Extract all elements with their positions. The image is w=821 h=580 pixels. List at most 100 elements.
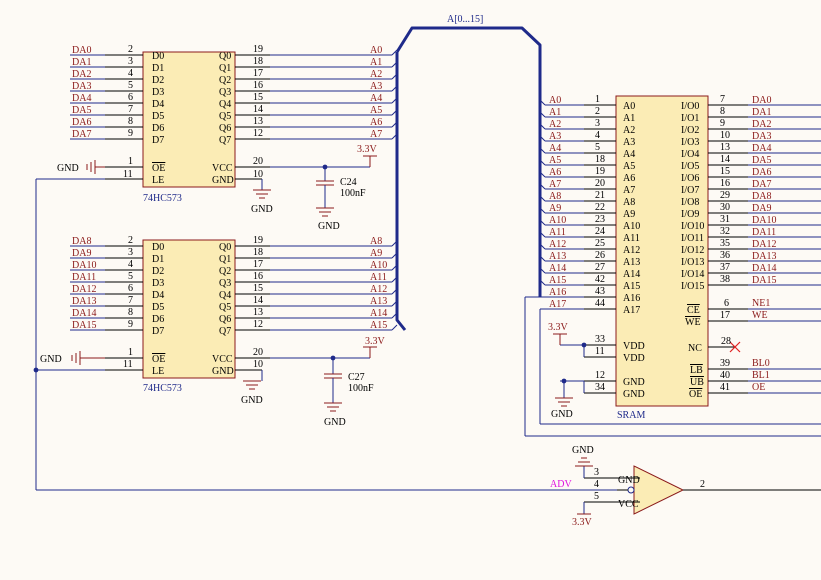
- sram-vdd-pin-2: 11: [595, 346, 605, 357]
- sram-io-pin: 35: [720, 238, 730, 249]
- latch-bottom-input-pin: 8: [128, 307, 133, 318]
- latch-bottom-output-pin: 15: [253, 283, 263, 294]
- sram-we-net: WE: [752, 310, 768, 321]
- latch-top-le-name: LE: [152, 175, 164, 186]
- latch-top-output-net: A5: [370, 105, 382, 116]
- sram-io-net: DA14: [752, 263, 776, 274]
- sram-io-name: I/O5: [681, 161, 699, 172]
- latch-top-input-name: D3: [152, 87, 164, 98]
- sram-io-pin: 7: [720, 94, 725, 105]
- sram-address-name: A6: [623, 173, 635, 184]
- sram-io-pin: 8: [720, 106, 725, 117]
- inverter-gnd-label: GND: [572, 445, 594, 456]
- sram-io-net: DA8: [752, 191, 771, 202]
- inverter-gnd-name: GND: [618, 475, 640, 486]
- latch-top-output-pin: 12: [253, 128, 263, 139]
- sram-address-name: A1: [623, 113, 635, 124]
- latch-bottom-output-pin: 13: [253, 307, 263, 318]
- sram-ce-net: NE1: [752, 298, 770, 309]
- latch-bottom-cap-ref: C27: [348, 372, 365, 383]
- latch-top-input-name: D4: [152, 99, 164, 110]
- sram-io-pin: 31: [720, 214, 730, 225]
- latch-bottom-output-net: A15: [370, 320, 387, 331]
- sram-address-pin: 44: [595, 298, 605, 309]
- sram-io-name: I/O4: [681, 149, 699, 160]
- sram-gnd-name-1: GND: [623, 377, 645, 388]
- sram-io-net: DA11: [752, 227, 776, 238]
- latch-top-input-net: DA0: [72, 45, 91, 56]
- address-bus: A[0...15]: [395, 14, 542, 331]
- inverter-vcc-label: 3.3V: [572, 517, 593, 528]
- inverter-input-net: ADV: [550, 479, 572, 490]
- sram-io-name: I/O10: [681, 221, 704, 232]
- latch-top-output-pin: 17: [253, 68, 263, 79]
- sram-address-net: A9: [549, 203, 561, 214]
- sram-address-name: A7: [623, 185, 635, 196]
- sram-io-name: I/O8: [681, 197, 699, 208]
- latch-bottom-output-pin: 16: [253, 271, 263, 282]
- latch-top-output-name: Q3: [219, 87, 231, 98]
- latch-top-input-name: D1: [152, 63, 164, 74]
- latch-top-output-pin: 16: [253, 80, 263, 91]
- latch-top-input-name: D5: [152, 111, 164, 122]
- latch-bottom-input-name: D2: [152, 266, 164, 277]
- latch-bottom-input-pin: 4: [128, 259, 133, 270]
- latch-bottom-input-net: DA15: [72, 320, 96, 331]
- sram-address-pin: 26: [595, 250, 605, 261]
- latch-top-input-name: D0: [152, 51, 164, 62]
- latch-bottom-input-pin: 9: [128, 319, 133, 330]
- latch-top-input-pin: 9: [128, 128, 133, 139]
- inverter-in-pin: 4: [594, 479, 599, 490]
- latch-top-le-pin: 11: [123, 169, 133, 180]
- latch-top-output-net: A6: [370, 117, 382, 128]
- latch-top-cap-gnd-label: GND: [318, 221, 340, 232]
- latch-bottom-input-name: D3: [152, 278, 164, 289]
- latch-top-input-net: DA6: [72, 117, 91, 128]
- latch-top-input-net: DA7: [72, 129, 91, 140]
- sram-nc-pin: 28: [721, 336, 731, 347]
- inverter: ADV 4 2 3 5 GND VCC GND 3.3V: [550, 445, 821, 528]
- latch-bottom-part: 74HC573: [143, 383, 182, 394]
- sram-address-net: A16: [549, 287, 566, 298]
- latch-bottom-input-name: D5: [152, 302, 164, 313]
- sram-address-pin: 20: [595, 178, 605, 189]
- sram-io-net: DA7: [752, 179, 771, 190]
- sram-address-name: A9: [623, 209, 635, 220]
- latch-bottom-output-net: A14: [370, 308, 387, 319]
- sram-gnd-label: GND: [551, 409, 573, 420]
- latch-top-gnd-label: GND: [251, 204, 273, 215]
- sram-io-pin: 10: [720, 130, 730, 141]
- le-net: [33, 178, 617, 491]
- latch-top-oe-pin: 1: [128, 156, 133, 167]
- sram-io-name: I/O0: [681, 101, 699, 112]
- sram-part: SRAM: [617, 410, 645, 421]
- sram-address-net: A1: [549, 107, 561, 118]
- latch-top-output-net: A0: [370, 45, 382, 56]
- latch-bottom-cap-gnd-icon: [324, 402, 342, 412]
- latch-bottom-output-name: Q7: [219, 326, 231, 337]
- latch-top-input-pin: 7: [128, 104, 133, 115]
- sram-address-name: A16: [623, 293, 640, 304]
- latch-top-output-net: A4: [370, 93, 382, 104]
- sram-we-name: WE: [685, 317, 701, 328]
- latch-top-oe-gnd-label: GND: [57, 163, 79, 174]
- sram-io-net: DA1: [752, 107, 771, 118]
- sram-address-pin: 18: [595, 154, 605, 165]
- sram-io-pin: 14: [720, 154, 730, 165]
- sram-address-name: A5: [623, 161, 635, 172]
- sram-address-pin: 2: [595, 106, 600, 117]
- latch-top-input-pin: 3: [128, 56, 133, 67]
- sram-address-net: A15: [549, 275, 566, 286]
- sram-address-pin: 27: [595, 262, 605, 273]
- sram-nc-name: NC: [688, 343, 702, 354]
- sram-address-pin: 22: [595, 202, 605, 213]
- latch-bottom-body: [142, 239, 236, 379]
- sram-address-net: A5: [549, 155, 561, 166]
- inverter-out-pin: 2: [700, 479, 705, 490]
- latch-bottom-input-net: DA12: [72, 284, 96, 295]
- latch-bottom-output-name: Q1: [219, 254, 231, 265]
- latch-bottom-output-net: A10: [370, 260, 387, 271]
